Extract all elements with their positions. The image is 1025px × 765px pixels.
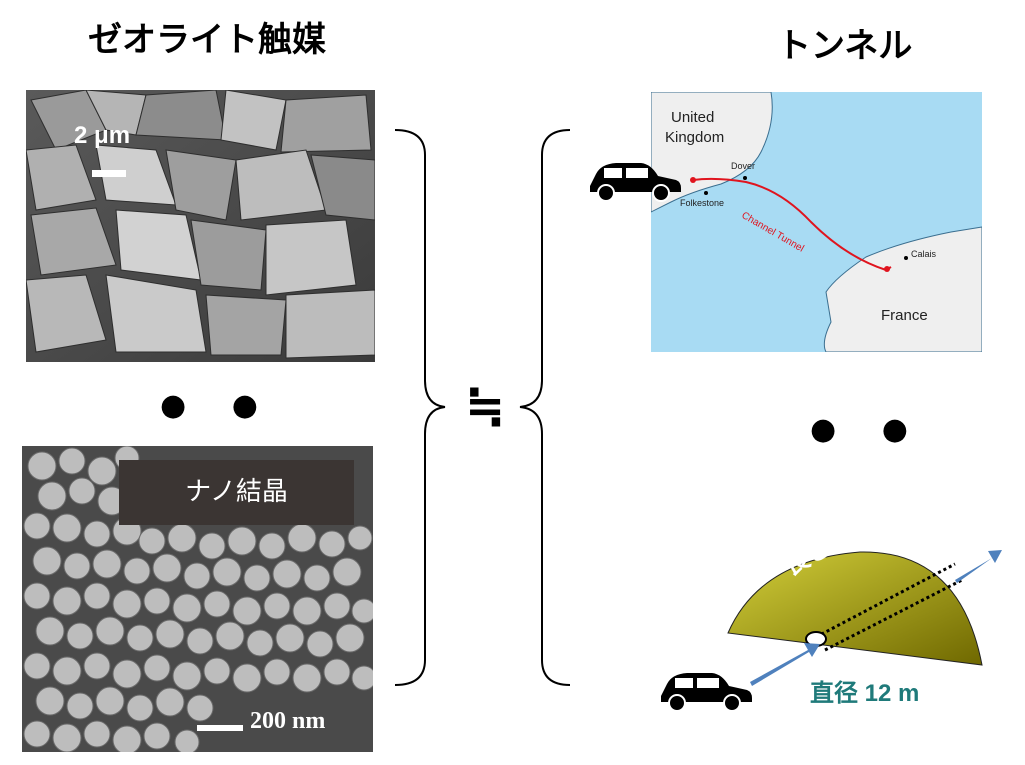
- caption-text: ナノ結晶: [185, 477, 288, 507]
- france-landmass: [823, 226, 983, 353]
- right-brace: [519, 129, 571, 686]
- scale-bar-bottom: [197, 725, 243, 731]
- tunnel-length-diagram: 長さ 1.2 km 直径 12 m: [650, 490, 1020, 764]
- sem-image-nanocrystals: ナノ結晶 200 nm: [22, 445, 377, 755]
- blue-arrow-out: [955, 550, 1002, 583]
- approx-equal-symbol: ≒: [465, 378, 506, 434]
- label-uk-line1: United: [671, 109, 714, 126]
- ellipsis-dots-right: ● ●: [810, 412, 926, 447]
- braces-group: [390, 125, 580, 694]
- scale-label-bottom: 200 nm: [250, 708, 326, 734]
- diameter-label: 直径 12 m: [810, 680, 920, 707]
- label-dover: Dover: [731, 161, 755, 171]
- tunnel-route: [692, 177, 892, 272]
- car-icon: [657, 668, 753, 717]
- label-france: France: [881, 307, 928, 324]
- blue-arrow-in: [750, 643, 820, 686]
- label-calais: Calais: [911, 249, 937, 259]
- sem-image-crystals: 2 μm: [25, 89, 376, 362]
- right-title: トンネル: [777, 26, 913, 66]
- ellipsis-dots-left: ● ●: [160, 388, 276, 423]
- left-title: ゼオライト触媒: [88, 20, 326, 60]
- scale-label-top: 2 μm: [74, 122, 131, 149]
- caption-box: ナノ結晶: [119, 460, 354, 525]
- tunnel-body: [727, 551, 983, 666]
- channel-tunnel-map: United Kingdom Dover Folkestone Calais F…: [650, 91, 983, 353]
- car-icon: [586, 158, 682, 207]
- label-folkestone: Folkestone: [680, 198, 724, 208]
- label-uk-line2: Kingdom: [665, 129, 724, 146]
- left-brace: [394, 129, 446, 686]
- uk-landmass: [650, 91, 773, 213]
